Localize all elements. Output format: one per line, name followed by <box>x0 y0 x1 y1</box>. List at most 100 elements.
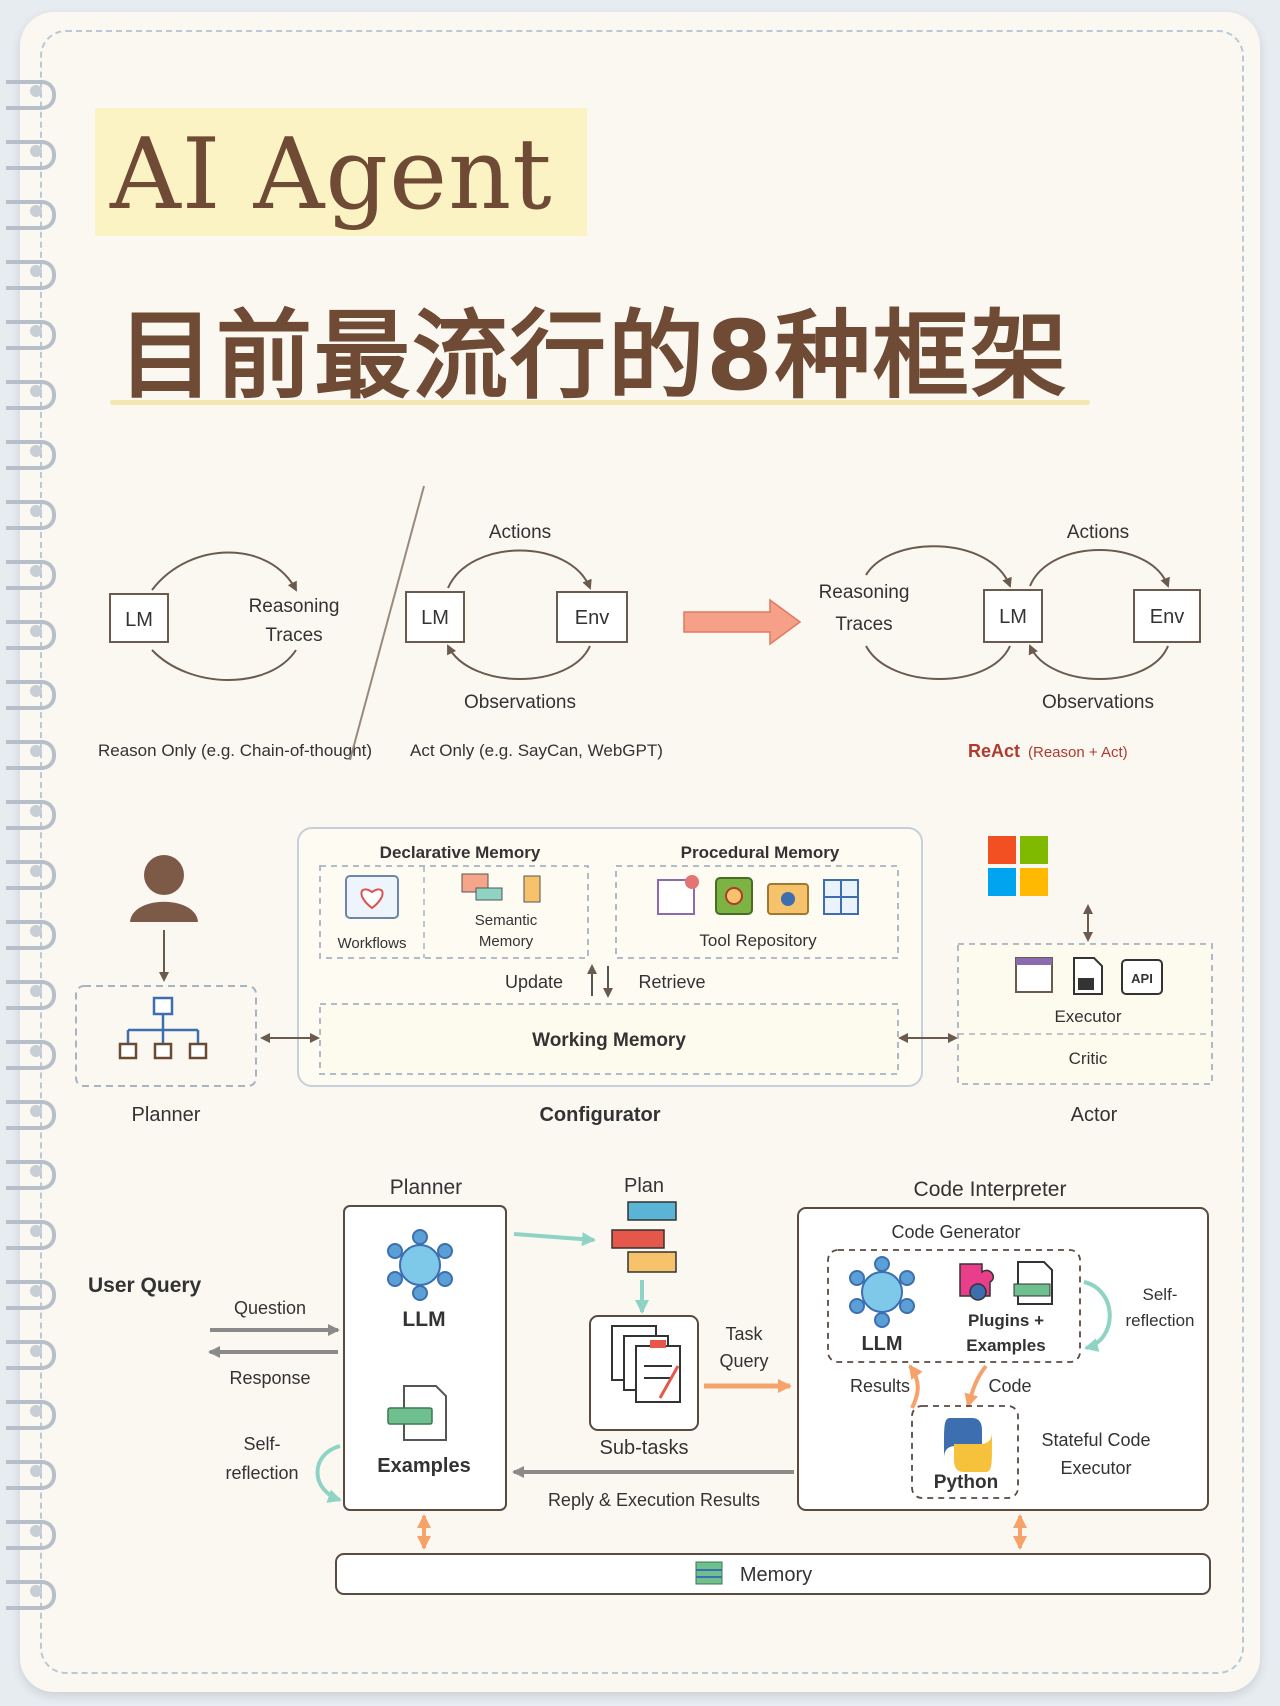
memory-bar-group: Memory <box>335 1514 1211 1595</box>
binding-hole <box>30 1525 42 1537</box>
hierarchy-icon <box>118 996 208 1060</box>
binding-ring <box>6 680 56 710</box>
binding-ring <box>6 320 56 350</box>
task-query-line1: Task <box>725 1324 763 1344</box>
gen-llm-label: LLM <box>861 1333 902 1355</box>
code-generator-title: Code Generator <box>891 1222 1020 1242</box>
gen-llm-network-icon <box>849 1256 915 1328</box>
binding-ring <box>6 260 56 290</box>
declarative-memory-title: Declarative Memory <box>380 843 541 862</box>
binding-hole <box>30 565 42 577</box>
binding-hole <box>30 265 42 277</box>
reason-lm-box <box>109 593 169 643</box>
plan-subtasks-group: Plan Sub-tasks Task Query <box>512 1175 794 1510</box>
binding-hole <box>30 325 42 337</box>
python-label: Python <box>934 1472 998 1493</box>
planner-panel: Planner <box>75 855 257 1126</box>
self-reflection-right-line2: reflection <box>1126 1311 1195 1330</box>
title-highlight <box>95 108 587 236</box>
executor-icons: API <box>1015 957 1163 995</box>
stateful-executor-line2: Executor <box>1060 1458 1131 1478</box>
planner-box <box>75 985 257 1087</box>
plugins-line1: Plugins + <box>968 1311 1044 1330</box>
binding-hole <box>30 985 42 997</box>
binding-ring <box>6 1100 56 1130</box>
react-actions-label: Actions <box>1067 522 1129 543</box>
retrieve-label: Retrieve <box>638 972 705 992</box>
binding-ring <box>6 620 56 650</box>
plugins-puzzle-icon <box>959 1261 1053 1305</box>
semantic-memory-icon <box>461 873 541 903</box>
binding-ring <box>6 1580 56 1610</box>
binding-hole <box>30 1285 42 1297</box>
dashed-frame <box>40 30 1244 1674</box>
react-transition-arrow <box>683 598 802 646</box>
memory-chip-icon <box>695 1561 723 1585</box>
binding-hole <box>30 1585 42 1597</box>
binding-hole <box>30 745 42 757</box>
plan-cards-icon <box>611 1201 677 1273</box>
react-traces-line2: Traces <box>835 614 892 635</box>
api-icon <box>1121 959 1163 995</box>
response-label: Response <box>229 1368 310 1388</box>
act-lm-box <box>405 591 465 643</box>
actor-panel: API Executor Critic Actor <box>957 836 1213 1126</box>
tool-repository-icons <box>657 875 859 915</box>
code-interpreter-box <box>797 1207 1209 1511</box>
semantic-memory-line1: Semantic <box>475 912 538 929</box>
binding-ring <box>6 1160 56 1190</box>
act-actions-arrow <box>447 549 592 590</box>
python-box <box>911 1405 1019 1499</box>
binding-ring <box>6 200 56 230</box>
binding-ring <box>6 860 56 890</box>
reason-traces-line1: Reasoning <box>249 596 340 617</box>
ci-planner-panel: Planner LLM Examples <box>343 1176 507 1511</box>
react-traces-line1: Reasoning <box>819 582 910 603</box>
binding-ring <box>6 440 56 470</box>
memory-label: Memory <box>740 1564 812 1586</box>
self-reflection-left-line1: Self- <box>243 1434 280 1454</box>
react-env-box <box>1133 589 1201 643</box>
sub-tasks-label: Sub-tasks <box>600 1437 689 1459</box>
act-env-label: Env <box>575 607 609 629</box>
act-lm-label: LM <box>421 607 449 629</box>
code-generator-box <box>827 1249 1081 1363</box>
binding-hole <box>30 85 42 97</box>
api-icon-label: API <box>1131 971 1153 986</box>
self-reflection-left-arrow <box>315 1444 342 1503</box>
binding-ring <box>6 140 56 170</box>
self-reflection-right-arrow <box>1083 1280 1112 1352</box>
semantic-memory-line2: Memory <box>479 933 534 950</box>
title-underline <box>110 400 1090 405</box>
binding-ring <box>6 1400 56 1430</box>
ci-planner-title: Planner <box>390 1176 462 1199</box>
binding-ring <box>6 500 56 530</box>
results-label: Results <box>850 1376 910 1396</box>
workflows-label: Workflows <box>338 935 407 952</box>
binding-hole <box>30 1345 42 1357</box>
binding-hole <box>30 1045 42 1057</box>
user-person-icon <box>130 855 198 922</box>
windows-logo-icon <box>988 836 1048 896</box>
binding-ring <box>6 560 56 590</box>
update-label: Update <box>505 972 563 992</box>
binding-hole <box>30 1405 42 1417</box>
binding-hole <box>30 1165 42 1177</box>
react-actions-arrow <box>1029 549 1170 588</box>
binding-hole <box>30 805 42 817</box>
reason-loop-top-arrow <box>151 551 297 592</box>
working-memory-label: Working Memory <box>532 1030 686 1051</box>
code-interpreter-title: Code Interpreter <box>914 1178 1067 1201</box>
configurator-panel: Declarative Memory Procedural Memory Wor… <box>297 827 923 1126</box>
planner-label: Planner <box>132 1104 201 1126</box>
declarative-memory-box <box>319 865 589 959</box>
procedural-memory-title: Procedural Memory <box>681 843 840 862</box>
examples-document-icon <box>387 1385 447 1441</box>
llm-network-icon <box>387 1229 453 1301</box>
self-reflection-left-line2: reflection <box>225 1463 298 1483</box>
python-logo-icon <box>944 1418 992 1472</box>
act-only-panel: Actions LM Env Observations Act Only (e.… <box>405 522 663 760</box>
section-divider-line <box>349 485 425 761</box>
binding-hole <box>30 385 42 397</box>
